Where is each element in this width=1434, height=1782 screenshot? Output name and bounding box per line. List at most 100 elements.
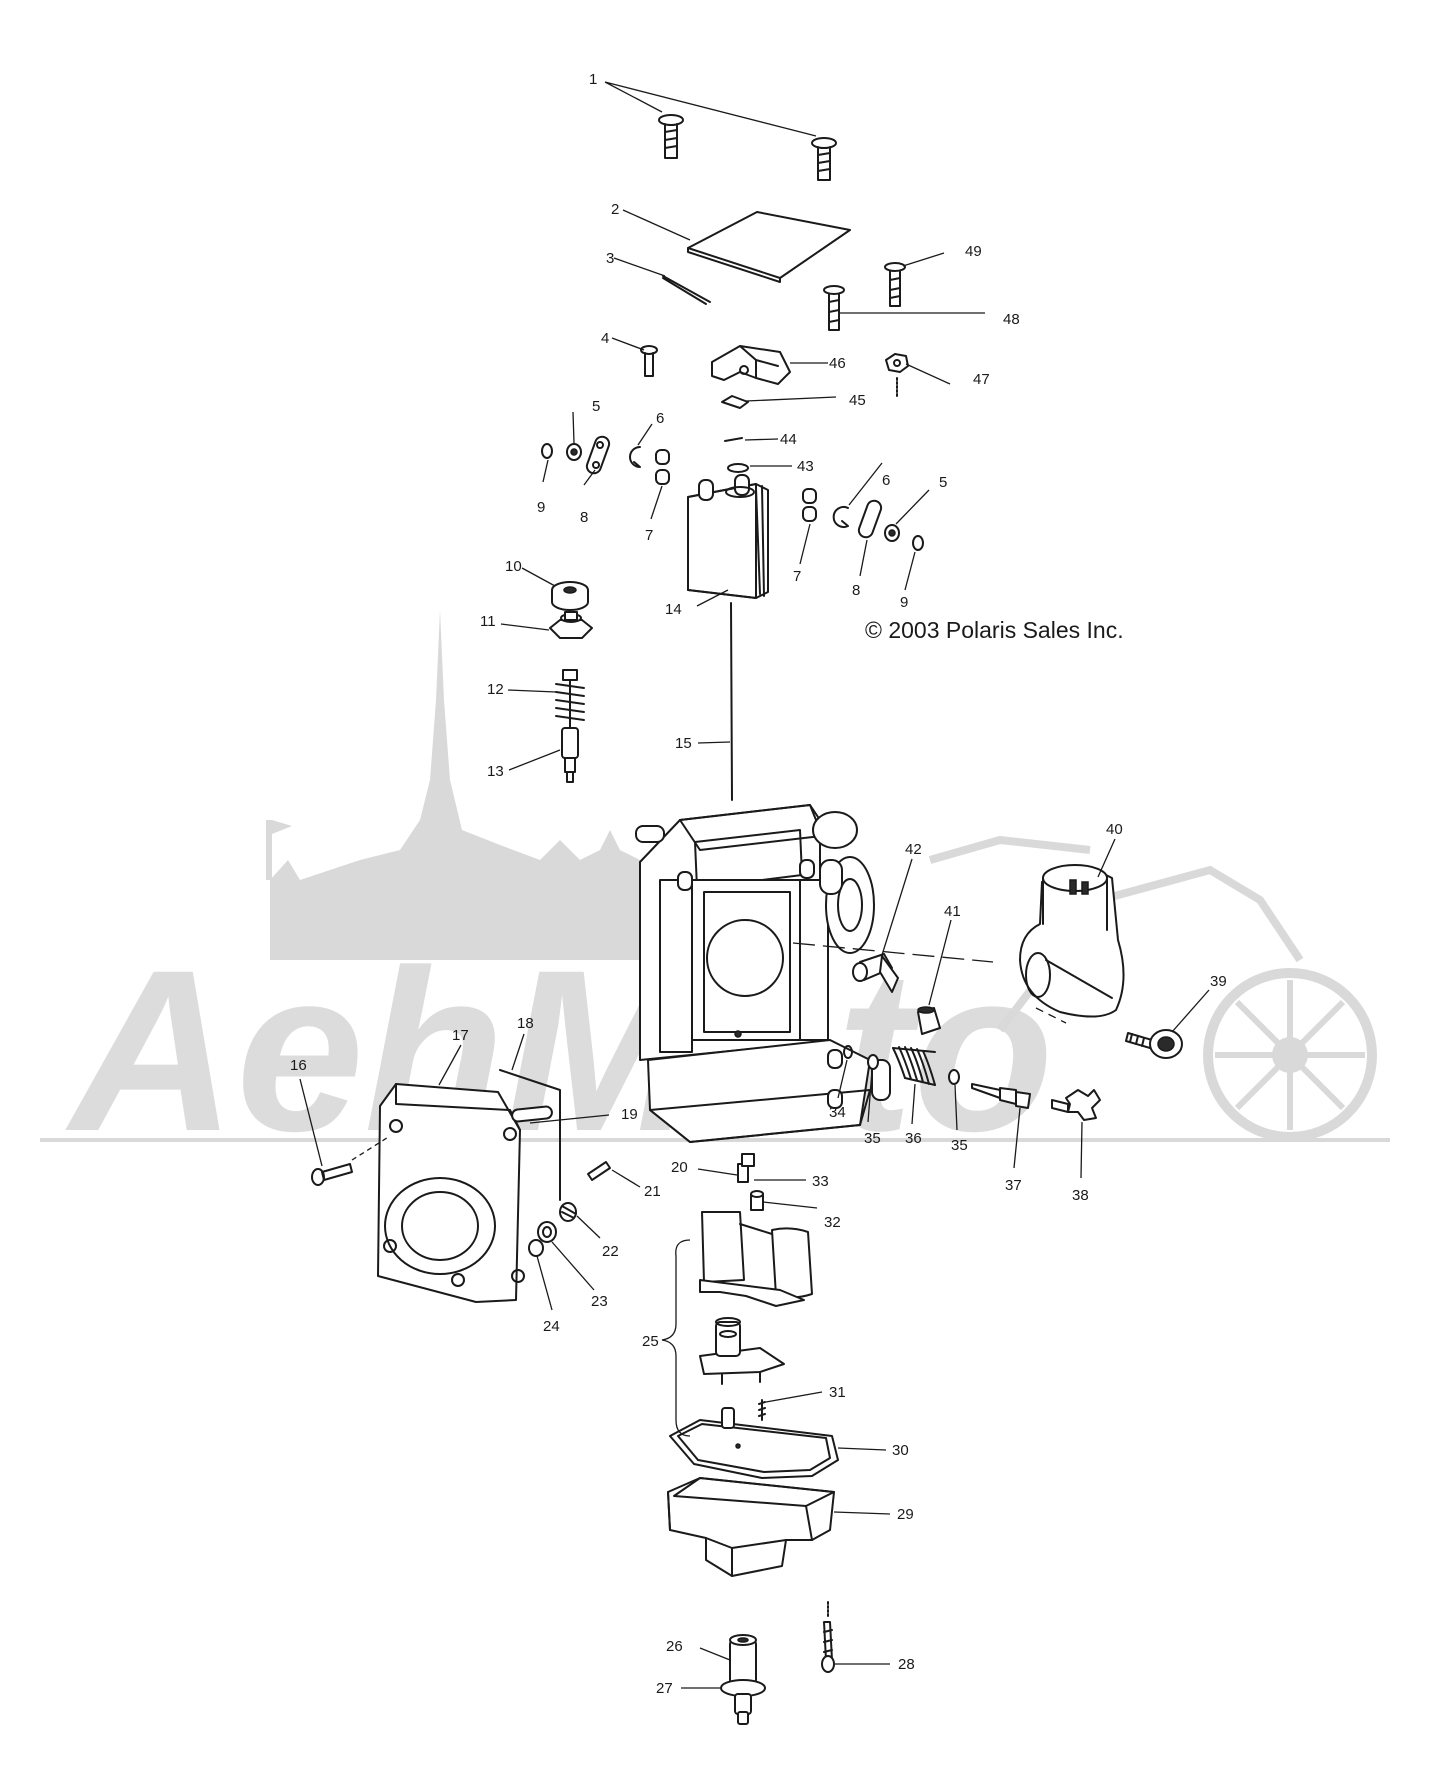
part-2-cover-plate [687, 211, 851, 279]
part-43-ring [727, 463, 749, 473]
part-30-plate [669, 1407, 839, 1479]
callout-23: 23 [591, 1293, 608, 1310]
part-45-clip [721, 395, 749, 409]
leader-44 [744, 438, 779, 441]
leader-6b [848, 462, 883, 506]
part-13-plunger [561, 727, 579, 783]
part-16-screw [311, 1163, 353, 1186]
callout-9a: 9 [537, 499, 545, 516]
leader-45 [745, 396, 837, 402]
leader-18 [511, 1033, 525, 1071]
part-47-nut [885, 353, 909, 397]
leader-39 [1171, 989, 1210, 1033]
callout-8a: 8 [580, 509, 588, 526]
wheel-spokes [1215, 980, 1365, 1130]
callout-6b: 6 [882, 472, 890, 489]
part-15-needle [730, 602, 733, 801]
part-20-jet [737, 1153, 755, 1183]
callout-14: 14 [665, 601, 682, 618]
callout-5a: 5 [592, 398, 600, 415]
callout-45: 45 [849, 392, 866, 409]
callout-31: 31 [829, 1384, 846, 1401]
axis-line-39 [1035, 1007, 1067, 1024]
brace-25 [661, 1239, 691, 1437]
part-35-washer-b [948, 1069, 960, 1085]
callout-18: 18 [517, 1015, 534, 1032]
leader-10 [521, 567, 556, 587]
part-37-needle-valve [971, 1083, 1031, 1109]
leader-35a [867, 1069, 873, 1123]
leader-3 [613, 257, 666, 277]
leader-8a [583, 469, 596, 486]
part-36-spring [892, 1046, 936, 1086]
leader-20 [697, 1168, 738, 1176]
leader-11 [500, 623, 550, 631]
part-21-pin [587, 1161, 611, 1181]
part-41-cap [917, 1006, 941, 1035]
leader-36 [911, 1083, 916, 1125]
callout-20: 20 [671, 1159, 688, 1176]
callout-32: 32 [824, 1214, 841, 1231]
part-38-knob [1051, 1089, 1101, 1121]
leader-5b [895, 489, 930, 525]
callout-7b: 7 [793, 568, 801, 585]
callout-26: 26 [666, 1638, 683, 1655]
part-18-wire [499, 1069, 561, 1201]
leader-17 [438, 1044, 462, 1086]
left-linkage [541, 435, 670, 485]
callout-30: 30 [892, 1442, 909, 1459]
part-23-washer [537, 1221, 557, 1243]
axis-line-top [792, 942, 994, 963]
leader-15 [697, 741, 731, 744]
part-34-ring [843, 1045, 853, 1059]
flag [272, 820, 292, 834]
leader-41 [928, 919, 952, 1006]
main-carb-body [635, 804, 891, 1143]
callout-49: 49 [965, 243, 982, 260]
leader-37 [1013, 1107, 1021, 1169]
part-22-screw [559, 1202, 577, 1222]
leader-42 [881, 858, 913, 956]
callout-44: 44 [780, 431, 797, 448]
copyright-notice: © 2003 Polaris Sales Inc. [865, 617, 1124, 643]
leader-12 [507, 689, 557, 693]
leader-6a [637, 423, 653, 446]
leader-4 [611, 337, 645, 351]
part-49-screw [884, 262, 906, 307]
callout-8b: 8 [852, 582, 860, 599]
leader-32 [762, 1201, 818, 1209]
part-4-screw [640, 345, 658, 377]
leader-21 [611, 1169, 641, 1188]
callout-5b: 5 [939, 474, 947, 491]
callout-33: 33 [812, 1173, 829, 1190]
callout-12: 12 [487, 681, 504, 698]
leader-2 [622, 209, 691, 241]
leader-7b [799, 523, 811, 565]
leader-30 [837, 1447, 887, 1451]
callout-11: 11 [480, 613, 496, 630]
callout-34: 34 [829, 1104, 846, 1121]
wheel [1203, 968, 1377, 1142]
part-24-oring [528, 1239, 544, 1257]
callout-22: 22 [602, 1243, 619, 1260]
leader-24 [536, 1255, 553, 1311]
callout-27: 27 [656, 1680, 673, 1697]
callout-21: 21 [644, 1183, 661, 1200]
part-46-bracket [711, 345, 791, 385]
leader-16 [299, 1078, 323, 1167]
leader-8b [859, 539, 868, 577]
callout-6a: 6 [656, 410, 664, 427]
leader-19 [529, 1114, 610, 1124]
flag-pole [266, 820, 272, 880]
part-3-gasket [662, 275, 711, 305]
callout-25: 25 [642, 1333, 659, 1350]
callout-35a: 35 [864, 1130, 881, 1147]
callout-35b: 35 [951, 1137, 968, 1154]
callout-1: 1 [589, 71, 597, 88]
callout-17: 17 [452, 1027, 469, 1044]
part-2-edge [687, 247, 781, 283]
callout-7a: 7 [645, 527, 653, 544]
callout-2: 2 [611, 201, 619, 218]
callout-38: 38 [1072, 1187, 1089, 1204]
